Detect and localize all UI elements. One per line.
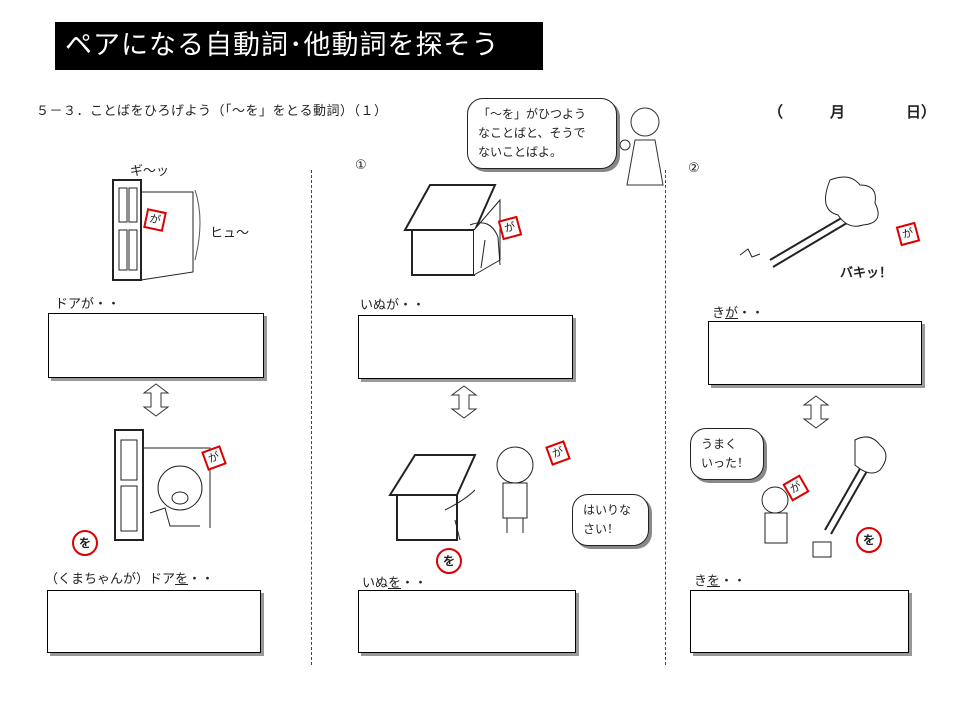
door-open-illustration — [112, 179, 201, 281]
ga-particle-badge: が — [895, 221, 921, 247]
speech-bubble: うまく いった！ — [690, 428, 764, 480]
bear-dog-house-illustration — [388, 446, 534, 541]
dog-entering-house-illustration — [403, 184, 501, 276]
bubble-line: うまく — [701, 437, 738, 451]
dog-ga-label: いぬが・・ — [360, 298, 426, 313]
teacher-speech-bubble: 「～を」がひつよう なことばと、そうで ないことばよ。 — [467, 98, 617, 169]
bubble-line: はいりな — [583, 503, 632, 517]
teacher-bear-illustration — [619, 107, 664, 186]
wo-particle-badge: を — [436, 548, 462, 574]
wo-particle-badge: を — [72, 530, 98, 556]
dog-ga-answer-box[interactable] — [358, 315, 573, 379]
sound-effect: ギ～ッ — [130, 164, 170, 179]
bubble-line: 「～を」がひつよう — [478, 107, 587, 121]
door-ga-answer-box[interactable] — [48, 313, 264, 378]
dog-wo-label: いぬを・・ — [362, 576, 428, 591]
column-divider — [665, 170, 666, 665]
speech-bubble: はいりな さい！ — [572, 494, 649, 546]
tree-ga-label: きが・・ — [712, 306, 765, 321]
swap-arrow-icon — [450, 385, 478, 419]
tree-wo-label: きを・・ — [694, 574, 747, 589]
tree-wo-answer-box[interactable] — [690, 590, 909, 653]
bubble-line: ないことばよ。 — [478, 145, 563, 159]
door-wo-label: （くまちゃんが）ドアを・・ — [45, 572, 215, 587]
item-number: ② — [688, 161, 700, 176]
item-number: ① — [355, 158, 367, 173]
tree-breaking-illustration — [739, 176, 879, 268]
ga-particle-badge: が — [143, 208, 167, 232]
door-ga-label: ドアが・・ — [55, 297, 121, 312]
swap-arrow-icon — [142, 383, 170, 417]
door-wo-answer-box[interactable] — [47, 590, 261, 653]
dog-wo-answer-box[interactable] — [358, 590, 576, 653]
swap-arrow-icon — [802, 395, 830, 429]
bear-opening-door-illustration — [114, 429, 211, 541]
bubble-line: いった！ — [701, 456, 750, 470]
page-title: ペアになる自動詞･他動詞を探そう — [55, 22, 543, 70]
date-open: （ — [768, 103, 784, 121]
column-divider — [311, 170, 312, 665]
sound-effect: バキッ！ — [840, 266, 893, 281]
subtitle: ５－３．ことばをひろげよう（「～を」をとる動詞）（１） — [36, 104, 388, 119]
dog-cutting-tree-illustration — [761, 436, 887, 558]
date-month: 月 — [830, 103, 846, 121]
bubble-line: さい！ — [583, 522, 620, 536]
bubble-line: なことばと、そうで — [478, 126, 586, 140]
wo-particle-badge: を — [856, 527, 882, 553]
tree-ga-answer-box[interactable] — [708, 321, 922, 385]
sound-effect: ヒュ～ — [210, 226, 250, 241]
date-day: 日） — [906, 103, 937, 121]
